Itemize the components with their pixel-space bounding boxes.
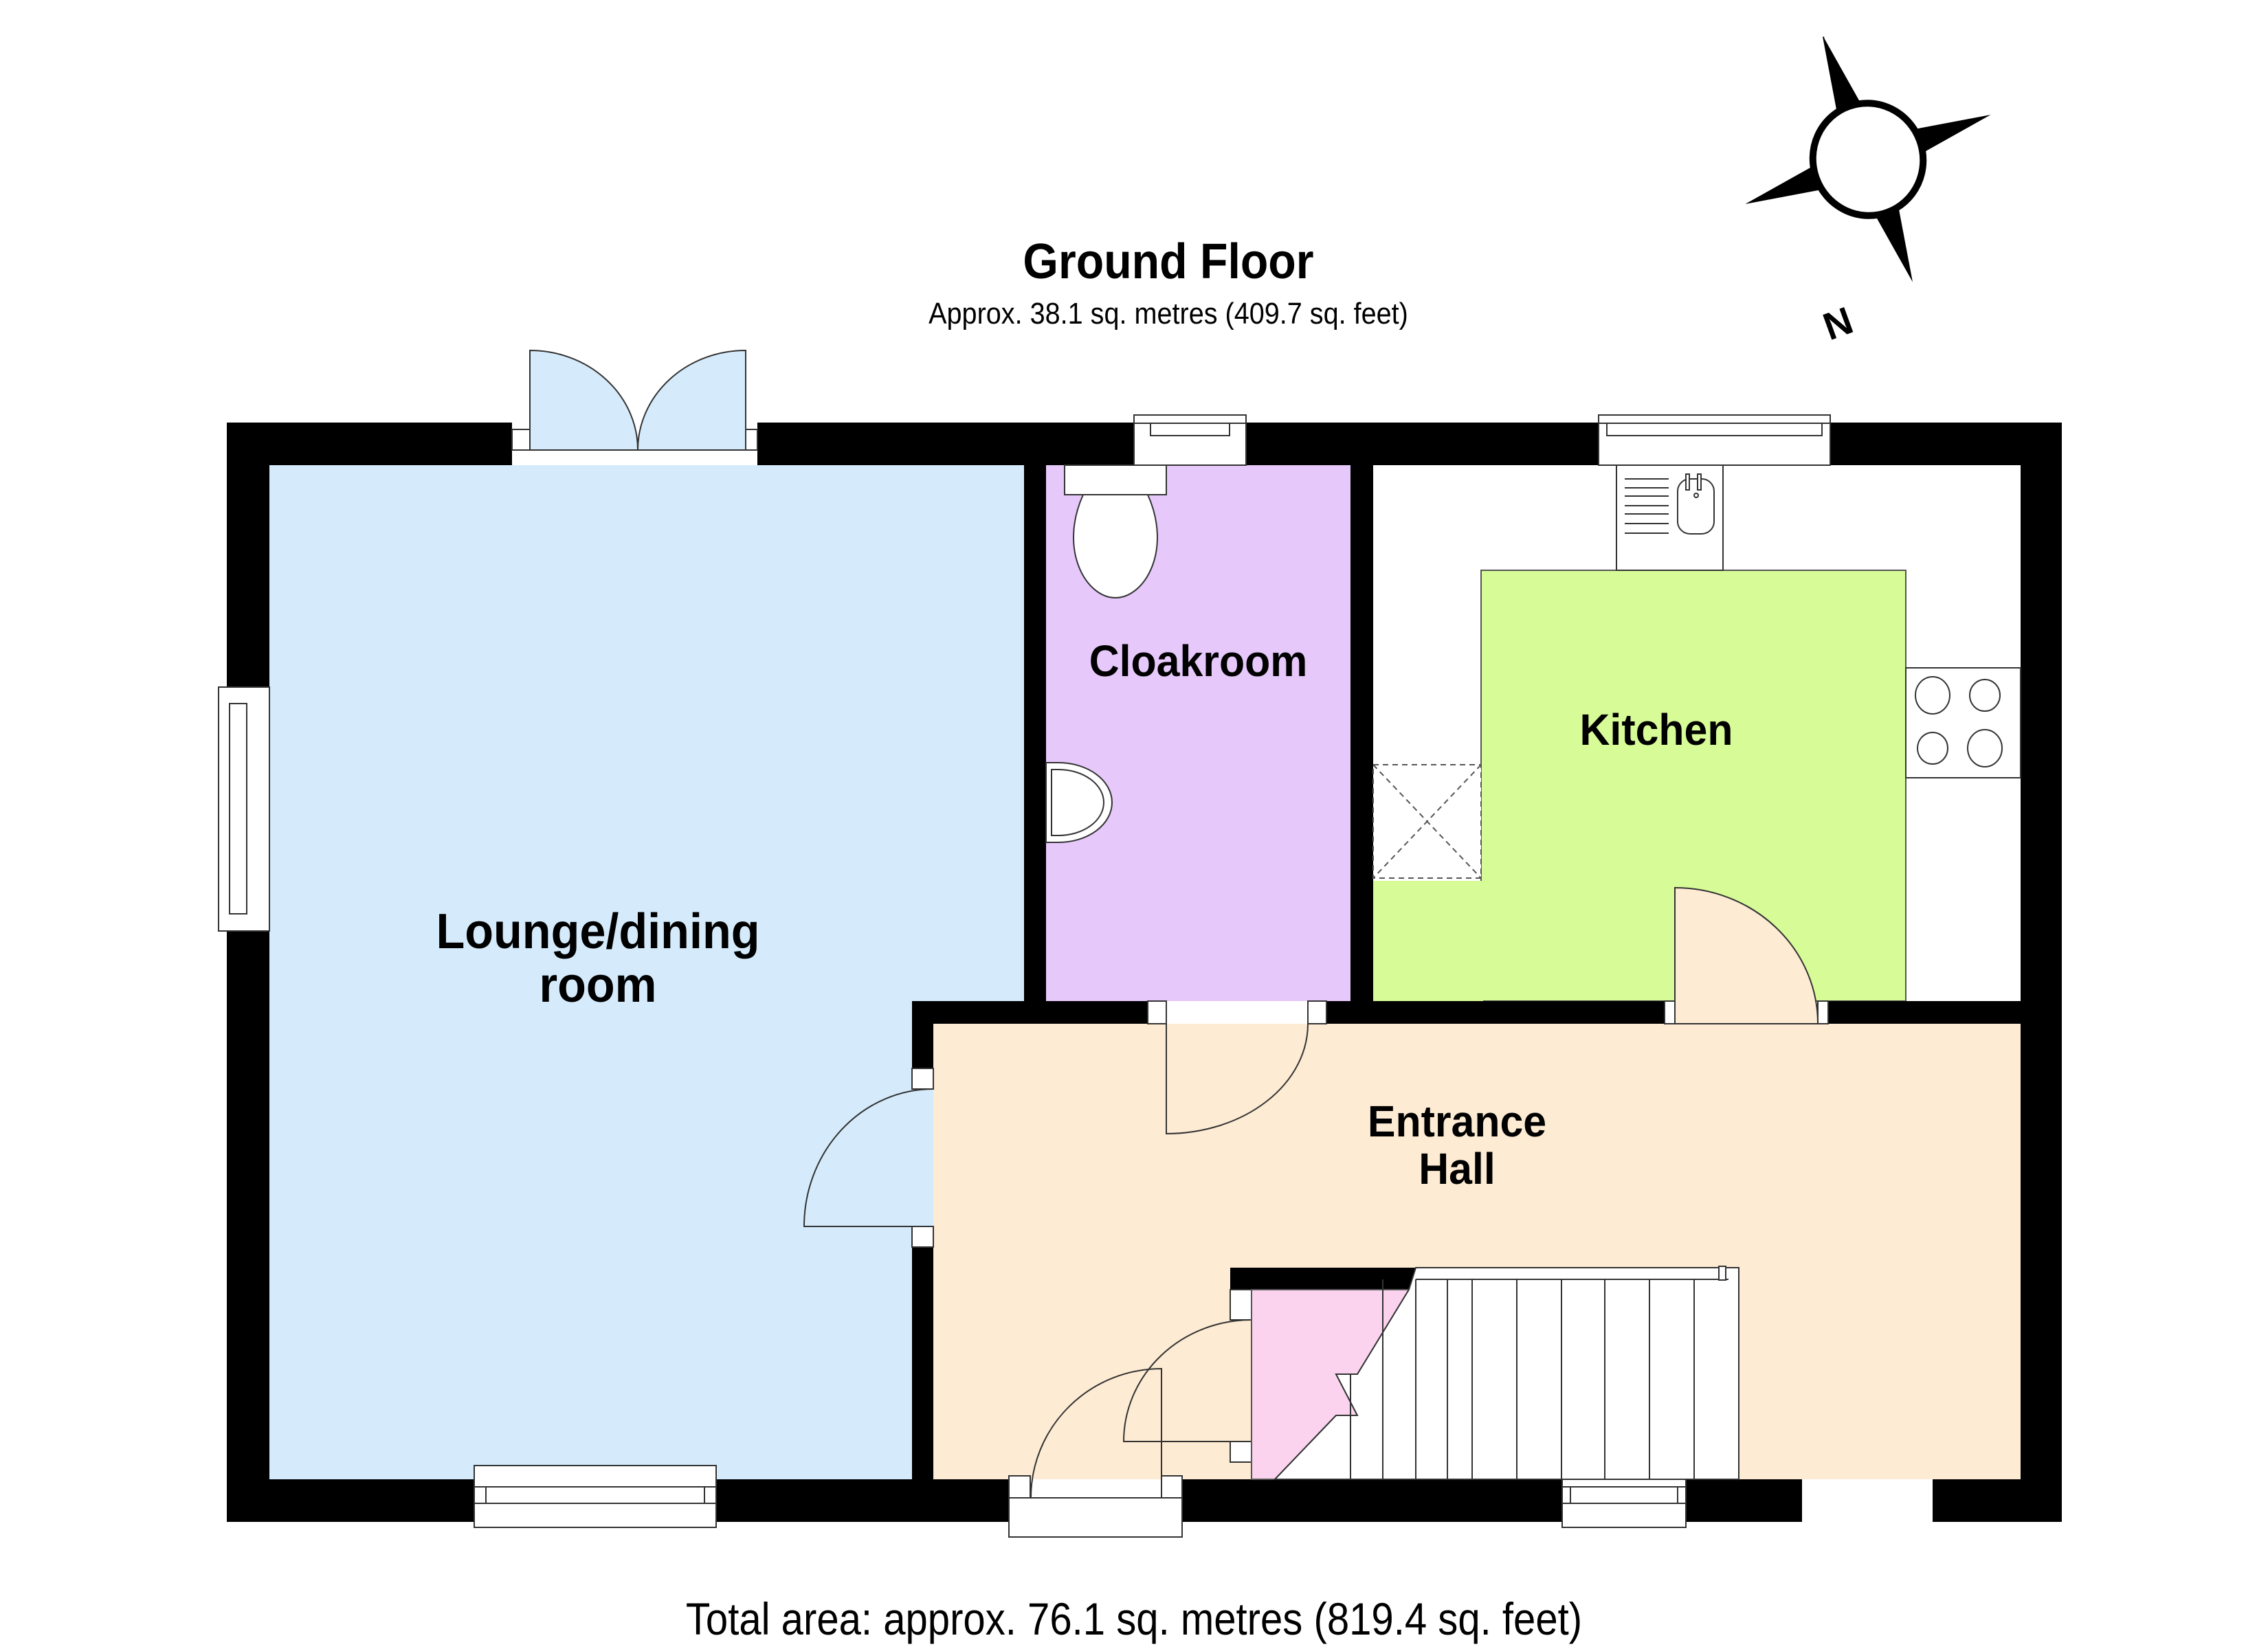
cloakroom-door [1147,1000,1327,1135]
room-label-hall-line2: Hall [1419,1144,1496,1194]
lounge-door [803,1068,934,1248]
floor-area: Approx. 38.1 sq. metres (409.7 sq. feet) [929,297,1408,330]
staircase [1273,1266,1739,1480]
total-area: Total area: approx. 76.1 sq. metres (819… [685,1593,1583,1644]
hob [1905,667,2021,778]
appliance-space [1372,764,1482,879]
french-doors [511,349,758,451]
toilet [1064,464,1167,599]
room-label-entrance-hall: Entrance Hall [1300,1097,1614,1194]
floor-title: Ground Floor [1023,234,1314,289]
room-label-lounge-line1: Lounge/dining [436,904,760,959]
room-label-lounge: Lounge/dining room [337,904,859,1013]
lounge-floor [269,465,1024,1479]
cupboard-door [1122,1289,1252,1463]
window-lounge-side [218,686,270,932]
compass-rose-icon [1745,36,1991,282]
room-label-cloakroom: Cloakroom [1089,636,1308,686]
kitchen-door [1664,886,1829,1024]
front-door [1008,1367,1183,1538]
room-label-kitchen: Kitchen [1579,705,1733,754]
room-label-lounge-line2: room [539,957,657,1013]
window-kitchen [1598,414,1831,466]
sink-unit [1616,464,1724,571]
window-cloakroom [1133,414,1247,466]
window-lounge-front [474,1465,717,1528]
kitchen-floor-lower [1373,881,1483,1001]
room-label-hall-line1: Entrance [1367,1097,1547,1146]
walls [227,423,2062,1522]
basin [1045,762,1113,843]
